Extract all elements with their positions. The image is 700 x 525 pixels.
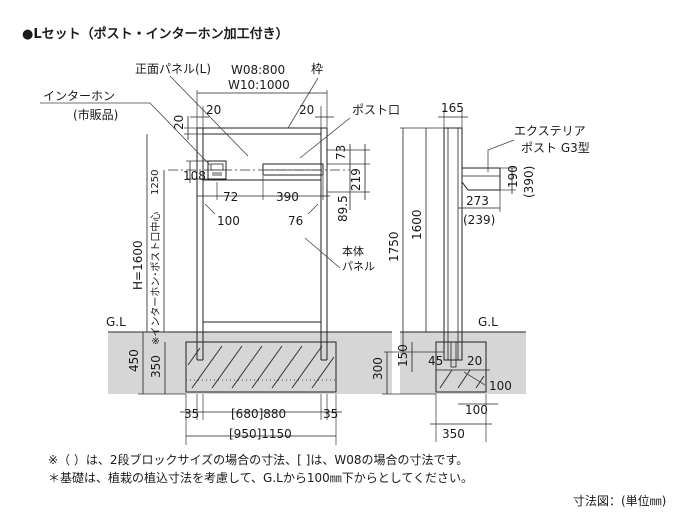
- dim-20-side: 20: [172, 115, 186, 130]
- dim-219: 219: [349, 168, 363, 191]
- leader-post-slot: [299, 117, 351, 159]
- dim-239-paren: (239): [463, 213, 495, 227]
- label-w10: W10:1000: [228, 78, 290, 92]
- label-intercom-note: (市販品): [73, 107, 118, 122]
- dim-450: 450: [127, 349, 141, 372]
- foundation-block-side: [435, 341, 487, 393]
- dim-76: 76: [288, 214, 303, 228]
- dim-h1600: H=1600: [131, 240, 145, 290]
- dim-right-vertical: [327, 144, 370, 200]
- dim-390-paren: (390): [522, 166, 536, 198]
- dim-350-side: 350: [442, 427, 465, 441]
- leader-frame: [287, 77, 319, 129]
- dim-108: 108: [183, 169, 206, 183]
- dim-150: 150: [396, 344, 410, 367]
- dim-frame-side-top: [190, 106, 334, 128]
- dim-20-top-left: 20: [206, 103, 221, 117]
- label-post-slot: ポスト口: [352, 103, 400, 117]
- dim-1600: 1600: [410, 209, 424, 240]
- dim-overall-width: [196, 90, 328, 128]
- dim-350-side-line: [430, 394, 492, 442]
- intercom-screen: [210, 163, 224, 171]
- label-intercom: インターホン: [43, 89, 115, 103]
- dim-1750: 1750: [387, 231, 401, 262]
- dim-100-side-b: 100: [465, 403, 488, 417]
- leader-100: [204, 203, 216, 215]
- label-gl-right: G.L: [478, 315, 498, 329]
- intercom-speaker: [212, 172, 222, 176]
- dim-300: 300: [371, 357, 385, 380]
- leader-100-a: [463, 371, 486, 386]
- dim-35-right: 35: [323, 407, 338, 421]
- label-exterior-post-2: ポスト G3型: [521, 141, 590, 155]
- dim-390: 390: [276, 190, 299, 204]
- dim-950-1150: [950]1150: [229, 427, 292, 441]
- side-post: [443, 127, 463, 368]
- leader-body-panel: [304, 237, 341, 269]
- label-exterior-post-1: エクステリア: [514, 124, 586, 138]
- dim-1250: 1250: [150, 170, 161, 195]
- label-gl-left: G.L: [106, 315, 126, 329]
- dim-72-390-line: [197, 176, 330, 200]
- dim-350: 350: [149, 355, 163, 378]
- unit-note: 寸法図：(単位㎜): [573, 493, 666, 508]
- dim-73: 73: [334, 145, 348, 160]
- dim-100: 100: [217, 214, 240, 228]
- dim-165-line: [438, 110, 468, 128]
- exterior-post-box: [461, 167, 501, 191]
- leader-front-panel: [169, 75, 249, 157]
- post-slot-opening: [262, 163, 324, 176]
- dim-100-side-a: 100: [489, 379, 512, 393]
- diagram-title: ●Lセット（ポスト・インターホン加工付き）: [22, 26, 289, 42]
- label-body-panel-2: パネル: [342, 260, 375, 273]
- dim-20-side-view: 20: [467, 354, 482, 368]
- dim-20-top-right: 20: [299, 103, 314, 117]
- dim-190: 190: [506, 165, 520, 188]
- dim-72: 72: [223, 190, 238, 204]
- dim-45: 45: [428, 354, 443, 368]
- label-w08: W08:800: [231, 63, 285, 77]
- dim-bottom-horizontal: [180, 394, 342, 445]
- dim-273: 273: [466, 194, 489, 208]
- note-bracket-explanation: ※（ ）は、2段ブロックサイズの場合の寸法、[ ]は、W08の場合の寸法です。: [48, 452, 468, 467]
- label-frame: 枠: [311, 62, 323, 76]
- note-foundation: ＊基礎は、植栽の植込寸法を考慮して、G.Lから100㎜下からとしてください。: [48, 470, 473, 485]
- label-body-panel-1: 本体: [342, 244, 364, 258]
- dim-680-880: [680]880: [231, 407, 286, 421]
- foundation-block-front: [185, 341, 337, 393]
- label-front-panel: 正面パネル(L): [135, 62, 211, 76]
- dim-165: 165: [441, 101, 464, 115]
- leader-exterior-post: [487, 139, 515, 172]
- dim-89-5: 89.5: [336, 195, 350, 222]
- dim-center-note: ※インターホン･ポスト口中心: [149, 212, 162, 345]
- leader-intercom: [40, 102, 211, 166]
- dim-35-left: 35: [184, 407, 199, 421]
- foundation-hatch-front: [187, 345, 335, 389]
- front-frame: [196, 127, 328, 361]
- leader-76: [307, 203, 319, 215]
